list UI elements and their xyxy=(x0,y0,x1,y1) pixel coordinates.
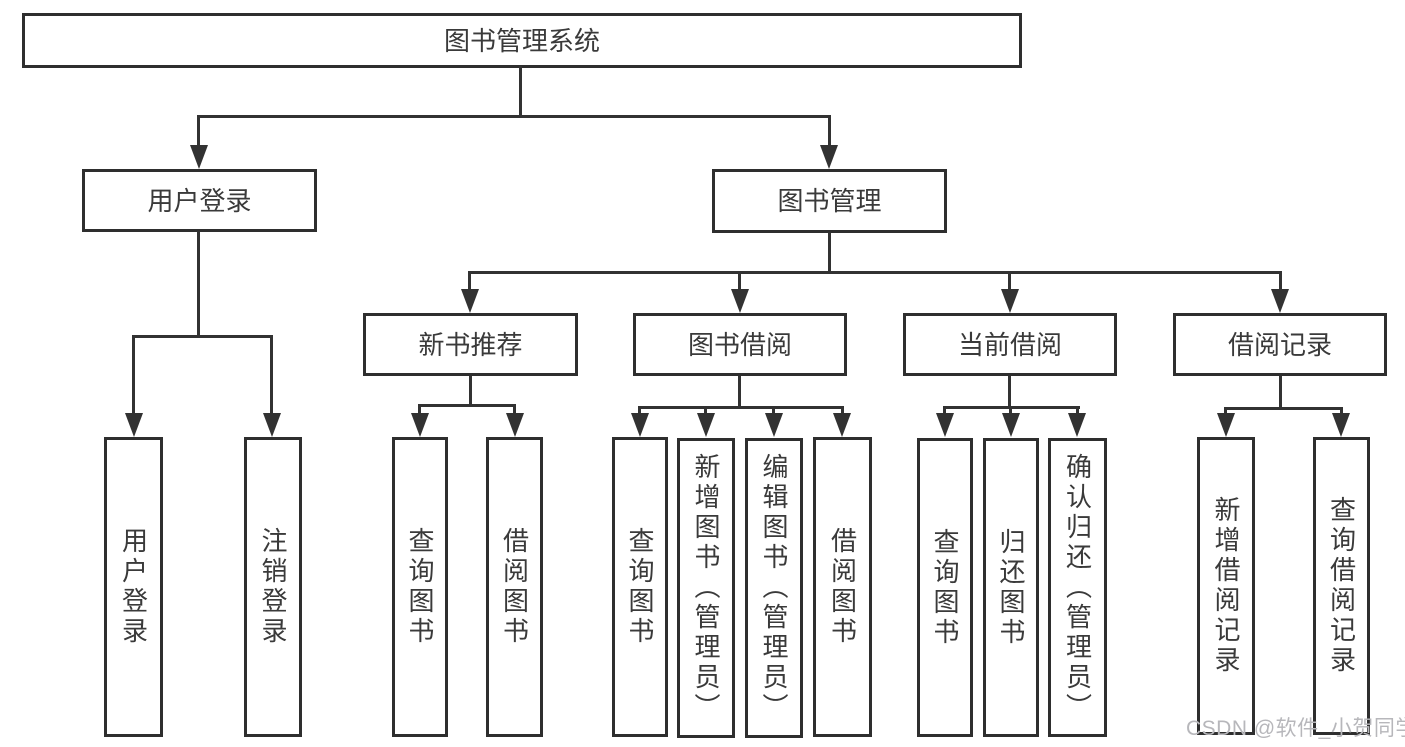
arrowhead-s2-leaf1 xyxy=(631,413,649,437)
node-user-login: 用户登录 xyxy=(82,169,317,232)
arrowhead-section4 xyxy=(1271,289,1289,313)
node-root: 图书管理系统 xyxy=(22,13,1022,68)
leaf-recommend-search-books-label: 查询图书 xyxy=(405,527,435,647)
arrowhead-login xyxy=(190,145,208,169)
connector-section2-drop xyxy=(738,271,741,292)
connector-management-vline xyxy=(828,232,831,274)
node-book-management: 图书管理 xyxy=(712,169,947,233)
connector-login-leaf1-drop xyxy=(132,335,135,415)
connector-s2-hline xyxy=(638,406,844,409)
leaf-recommend-borrow-books: 借阅图书 xyxy=(486,437,543,737)
connector-s2-leaf4-drop xyxy=(841,406,844,415)
connector-root-hline xyxy=(197,115,831,118)
arrowhead-section1 xyxy=(461,289,479,313)
connector-s3-vline xyxy=(1008,376,1011,409)
leaf-user-login: 用户登录 xyxy=(104,437,163,737)
node-root-label: 图书管理系统 xyxy=(443,25,600,56)
node-borrowing-records: 借阅记录 xyxy=(1173,313,1387,376)
node-user-login-label: 用户登录 xyxy=(147,185,252,216)
watermark: CSDN @软件_小贺同学 xyxy=(1186,717,1405,740)
connector-s2-leaf2-drop xyxy=(704,406,707,415)
connector-section1-drop xyxy=(468,271,471,292)
leaf-recommend-borrow-books-label: 借阅图书 xyxy=(499,527,530,647)
arrowhead-s3-leaf3 xyxy=(1068,413,1086,437)
leaf-logout: 注销登录 xyxy=(244,437,302,737)
connector-section3-drop xyxy=(1008,271,1011,292)
connector-s3-leaf1-drop xyxy=(943,406,946,415)
leaf-search-borrow-record: 查询借阅记录 xyxy=(1313,437,1370,735)
connector-login-hline xyxy=(132,335,273,338)
leaf-add-borrow-record: 新增借阅记录 xyxy=(1197,437,1255,735)
connector-s2-vline xyxy=(738,376,741,409)
connector-login-drop xyxy=(197,115,200,147)
node-borrowing-records-label: 借阅记录 xyxy=(1227,329,1332,360)
node-book-borrowing-label: 图书借阅 xyxy=(687,329,792,360)
arrowhead-s2-leaf3 xyxy=(765,413,783,437)
connector-s1-vline xyxy=(469,376,472,407)
arrowhead-login-leaf2 xyxy=(263,413,281,437)
leaf-recommend-search-books: 查询图书 xyxy=(392,437,448,737)
leaf-borrowing-borrow-books-label: 借阅图书 xyxy=(827,527,858,647)
node-new-book-recommendation: 新书推荐 xyxy=(363,313,578,376)
leaf-confirm-return-admin: 确认归还（管理员） xyxy=(1048,438,1107,737)
connector-s3-leaf3-drop xyxy=(1076,406,1079,415)
connector-s2-leaf1-drop xyxy=(638,406,641,415)
connector-management-hline xyxy=(468,271,1282,274)
leaf-user-login-label: 用户登录 xyxy=(118,527,149,647)
connector-s2-leaf3-drop xyxy=(772,406,775,415)
leaf-add-book-admin-label: 新增图书（管理员） xyxy=(691,453,721,723)
connector-s1-leaf1-drop xyxy=(418,404,421,415)
arrowhead-s2-leaf4 xyxy=(833,413,851,437)
node-current-borrowing-label: 当前借阅 xyxy=(957,329,1062,360)
leaf-current-search-books-label: 查询图书 xyxy=(930,527,960,648)
arrowhead-s1-leaf1 xyxy=(411,413,429,437)
leaf-logout-label: 注销登录 xyxy=(258,527,288,647)
connector-login-leaf2-drop xyxy=(270,335,273,415)
leaf-borrowing-borrow-books: 借阅图书 xyxy=(813,437,872,737)
node-book-management-label: 图书管理 xyxy=(777,186,882,216)
connector-login-vline xyxy=(197,231,200,338)
arrowhead-s3-leaf1 xyxy=(936,413,954,437)
leaf-search-borrow-record-label: 查询借阅记录 xyxy=(1326,496,1357,676)
leaf-edit-book-admin: 编辑图书（管理员） xyxy=(745,438,803,738)
arrowhead-management xyxy=(820,145,838,169)
leaf-borrowing-search-books-label: 查询图书 xyxy=(625,527,655,647)
connector-s4-vline xyxy=(1279,376,1282,410)
arrowhead-s1-leaf2 xyxy=(506,413,524,437)
leaf-return-books: 归还图书 xyxy=(983,438,1039,737)
arrowhead-s4-leaf2 xyxy=(1332,413,1350,437)
connector-s4-leaf1-drop xyxy=(1224,407,1227,415)
connector-s1-leaf2-drop xyxy=(513,404,516,415)
arrowhead-login-leaf1 xyxy=(125,413,143,437)
connector-section4-drop xyxy=(1279,271,1282,292)
arrowhead-s4-leaf1 xyxy=(1217,413,1235,437)
node-book-borrowing: 图书借阅 xyxy=(633,313,847,376)
leaf-confirm-return-admin-label: 确认归还（管理员） xyxy=(1062,452,1093,723)
leaf-borrowing-search-books: 查询图书 xyxy=(612,437,668,737)
leaf-return-books-label: 归还图书 xyxy=(996,527,1026,648)
node-current-borrowing: 当前借阅 xyxy=(903,313,1117,376)
leaf-edit-book-admin-label: 编辑图书（管理员） xyxy=(759,453,789,723)
arrowhead-s3-leaf2 xyxy=(1002,413,1020,437)
connector-s1-hline xyxy=(418,404,516,407)
leaf-add-borrow-record-label: 新增借阅记录 xyxy=(1211,496,1241,676)
connector-management-drop xyxy=(828,115,831,147)
connector-s4-leaf2-drop xyxy=(1340,407,1343,415)
arrowhead-section2 xyxy=(731,289,749,313)
connector-s4-hline xyxy=(1224,407,1343,410)
leaf-current-search-books: 查询图书 xyxy=(917,438,973,737)
leaf-add-book-admin: 新增图书（管理员） xyxy=(677,438,735,738)
arrowhead-s2-leaf2 xyxy=(697,413,715,437)
node-new-book-recommendation-label: 新书推荐 xyxy=(418,329,523,360)
arrowhead-section3 xyxy=(1001,289,1019,313)
connector-s3-leaf2-drop xyxy=(1009,406,1012,415)
connector-root-vline xyxy=(519,66,522,117)
